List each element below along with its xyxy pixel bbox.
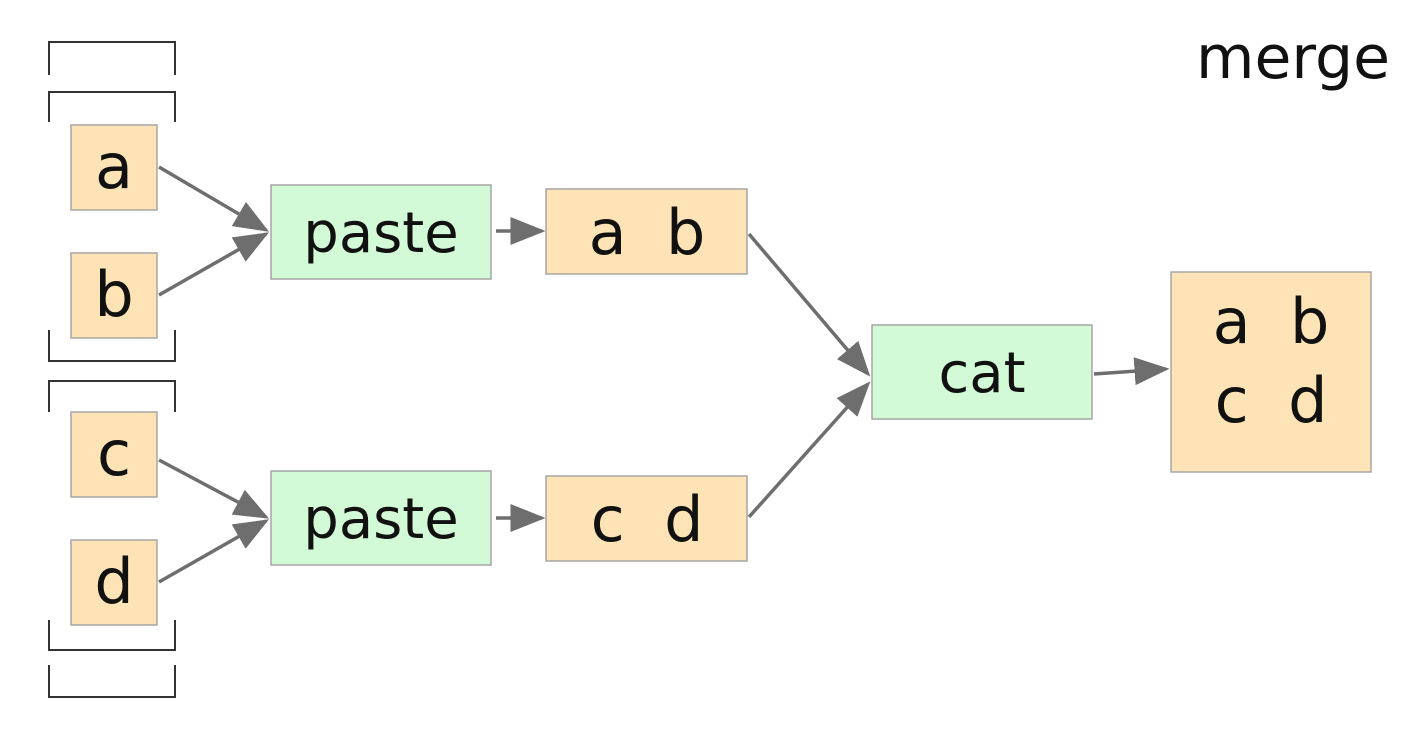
paste-top-node: paste: [270, 184, 492, 280]
input-d-label: d: [94, 545, 133, 618]
pasted-cd-label: c d: [591, 483, 704, 556]
result-box: [1170, 271, 1372, 473]
arrow-ab-to-cat: [747, 232, 871, 377]
input-b-box: [70, 252, 158, 339]
pasted-cd: c d: [545, 475, 748, 562]
outer-bracket-bottom: [48, 665, 176, 698]
arrow-b-to-paste: [158, 232, 270, 297]
input-d: d: [70, 539, 158, 626]
cat-label: cat: [938, 341, 1025, 406]
input-a-label: a: [95, 130, 133, 203]
diagram-title: merge: [1196, 23, 1390, 93]
arrows: [158, 165, 1170, 584]
paste-top-box: [270, 184, 492, 280]
input-b-label: b: [94, 258, 133, 331]
paste-bottom-box: [270, 470, 492, 566]
inner-bracket-top-2: [48, 380, 176, 412]
result-node: a b c d: [1170, 271, 1372, 473]
input-d-box: [70, 539, 158, 626]
paste-bottom-node: paste: [270, 470, 492, 566]
inner-bracket-bottom-1: [48, 330, 176, 362]
input-a: a: [70, 124, 158, 211]
input-c-label: c: [97, 417, 131, 490]
inner-bracket-bottom-2: [48, 620, 176, 651]
outer-bracket-top: [48, 41, 176, 75]
cat-node: cat: [871, 324, 1093, 420]
arrow-cat-to-result: [1093, 357, 1170, 386]
result-line-1: a b: [1213, 285, 1330, 358]
paste-bottom-label: paste: [303, 487, 458, 552]
arrow-d-to-paste: [158, 519, 270, 584]
arrow-a-to-paste: [158, 165, 270, 232]
pasted-ab-label: a b: [589, 196, 706, 269]
arrow-cd-to-cat: [747, 381, 871, 519]
paste-top-label: paste: [303, 201, 458, 266]
pasted-ab: a b: [545, 188, 748, 275]
pasted-cd-box: [545, 475, 748, 562]
input-c: c: [70, 411, 158, 498]
list-brackets: [48, 41, 176, 698]
pasted-ab-box: [545, 188, 748, 275]
input-a-box: [70, 124, 158, 211]
arrow-c-to-paste: [158, 458, 270, 519]
cat-box: [871, 324, 1093, 420]
result-line-2: c d: [1215, 364, 1328, 437]
input-c-box: [70, 411, 158, 498]
inner-bracket-top-1: [48, 91, 176, 122]
input-b: b: [70, 252, 158, 339]
